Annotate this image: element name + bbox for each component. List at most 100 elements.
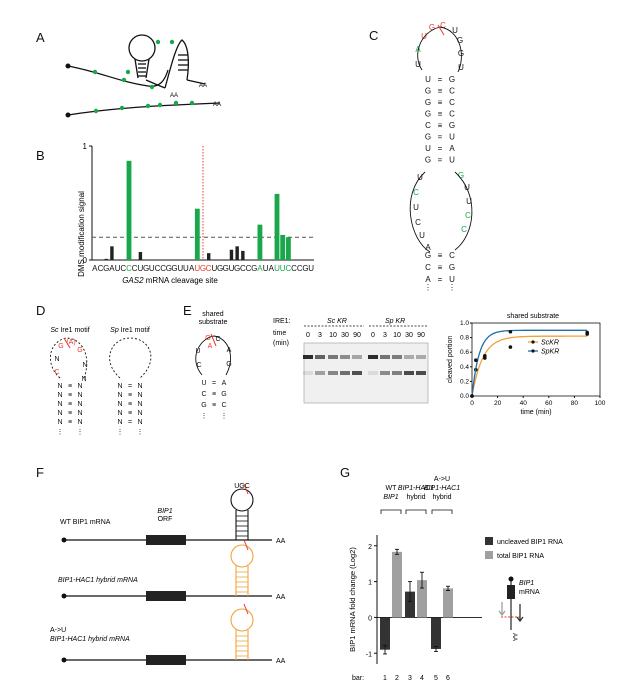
kinetics-x-tick-label: 40 [520, 400, 528, 407]
nucleotide: = [438, 275, 443, 284]
fold-group-label: A->U [434, 476, 450, 483]
poly-a-label: AA [276, 538, 286, 545]
orf-label-gene: BIP1 [157, 508, 172, 515]
kinetics-xlabel: time (min) [520, 409, 551, 416]
hairpin-loop [230, 608, 254, 632]
nucleotide: (A) [66, 339, 75, 346]
gel-band-cleaved [315, 371, 325, 375]
dms-sequence-letter: C [206, 264, 212, 273]
arrow-total [498, 602, 506, 617]
nucleotide: N [137, 410, 142, 417]
cleavage-mark [243, 539, 249, 551]
nucleotide: ≡ [68, 383, 72, 390]
nucleotide: C [54, 369, 59, 376]
arrow-uncleaved [516, 604, 524, 623]
dms-sequence-letter: U [308, 264, 314, 273]
nucleotide: G [425, 251, 431, 260]
nucleotide: N [77, 383, 82, 390]
nucleotide: C [415, 218, 421, 227]
nucleotide: ⋮ [137, 429, 144, 436]
kinetics-frame [471, 322, 601, 397]
gel-band-cleaved [416, 371, 426, 375]
legend-label-total: total BIP1 RNA [497, 553, 544, 560]
kinetics-title: shared substrate [507, 313, 559, 320]
nucleotide: G [458, 171, 464, 180]
panel-label-e: E [183, 303, 192, 318]
orf-label-orf: ORF [158, 516, 173, 523]
nucleotide: ⋮ [221, 413, 228, 420]
kinetics-y-tick-label: 0.4 [460, 364, 469, 371]
kinetics-point [483, 354, 487, 358]
dms-bar [194, 208, 200, 260]
hairpin-loop-sequence: UGC [234, 483, 250, 490]
panel-label-f: F [36, 465, 44, 480]
panel-a-dms-dots [92, 39, 195, 114]
dms-sequence-letter: A [109, 264, 115, 273]
nucleotide: ≡ [68, 401, 72, 408]
nucleotide: G [221, 391, 226, 398]
hairpin-loop [230, 488, 254, 512]
dms-bar [138, 252, 143, 260]
nucleotide: U [449, 156, 455, 165]
dms-sequence-letter: C [160, 264, 166, 273]
panel-a-aa-3: AA [213, 102, 221, 108]
gel-lane-label: 30 [341, 332, 349, 339]
dms-sequence-letter: A [269, 264, 275, 273]
fold-group-label: BIP1-HAC1 [424, 485, 460, 492]
mrna-poly-a: AA [511, 633, 517, 641]
row-label-hybrid: BIP1-HAC1 hybrid mRNA [58, 577, 138, 584]
nucleotide: = [128, 383, 132, 390]
kinetics-x-tick-label: 100 [595, 400, 606, 407]
nucleotide: = [212, 380, 216, 387]
dms-bar [285, 237, 291, 260]
cleavage-mark [243, 603, 249, 615]
gel-lane-label: 10 [393, 332, 401, 339]
dms-bar [110, 246, 114, 260]
nucleotide: G [449, 121, 455, 130]
nucleotide: A [449, 144, 455, 153]
dms-sequence-letter: U [229, 264, 235, 273]
panel-label-c: C [369, 28, 379, 43]
nucleotide: ⋮ [201, 413, 208, 420]
cleavage-mark [210, 333, 217, 347]
gel-band-cleaved [380, 371, 390, 375]
nucleotide: N [137, 419, 142, 426]
nucleotide: ≡ [128, 401, 132, 408]
panel-label-b: B [36, 148, 45, 163]
nucleotide: C [201, 391, 206, 398]
kinetics-x-tick-label: 80 [571, 400, 579, 407]
nucleotide: ≡ [68, 419, 72, 426]
dms-sequence-letter: G [234, 264, 240, 273]
shared-substrate-title-2: substrate [199, 319, 228, 326]
fold-y-tick-label: 2 [368, 544, 372, 551]
kinetics-fit-curve [471, 335, 588, 397]
dms-ylabel: DMS modification signal [77, 191, 86, 277]
nucleotide: ≡ [68, 410, 72, 417]
panel-d-motifs: NG(A)GNCNN≡NN≡NN≡NN≡NN≡N⋮⋮N=NN≡NN≡NN≡NN=… [50, 337, 152, 436]
kinetics-y-tick-label: 0.8 [460, 335, 469, 342]
gel-lane-label: 90 [417, 332, 425, 339]
gel-band-cleaved [352, 371, 362, 375]
kinetics-y-tick-label: 0.6 [460, 349, 469, 356]
dms-bar [229, 249, 234, 260]
gel-band-uncleaved [340, 355, 350, 359]
nucleotide: ⋮ [424, 283, 432, 292]
dms-bar [241, 250, 245, 260]
poly-a-label: AA [276, 594, 286, 601]
cleavage-mark [63, 337, 71, 349]
nucleotide: A [227, 347, 232, 354]
kinetics-fit-curve [471, 329, 588, 397]
dms-sequence-letter: G [171, 264, 177, 273]
svg-text:Sp KR: Sp KR [385, 318, 405, 325]
nucleotide: ≡ [438, 98, 443, 107]
nucleotide: N [137, 392, 142, 399]
nucleotide: = [128, 419, 132, 426]
nucleotide: A [425, 275, 431, 284]
gel-lane-label: 3 [383, 332, 387, 339]
fold-bar-number: 2 [395, 675, 399, 682]
cleavage-mark [243, 483, 249, 495]
nucleotide: G [425, 87, 431, 96]
nucleotide: ⋮ [117, 429, 124, 436]
